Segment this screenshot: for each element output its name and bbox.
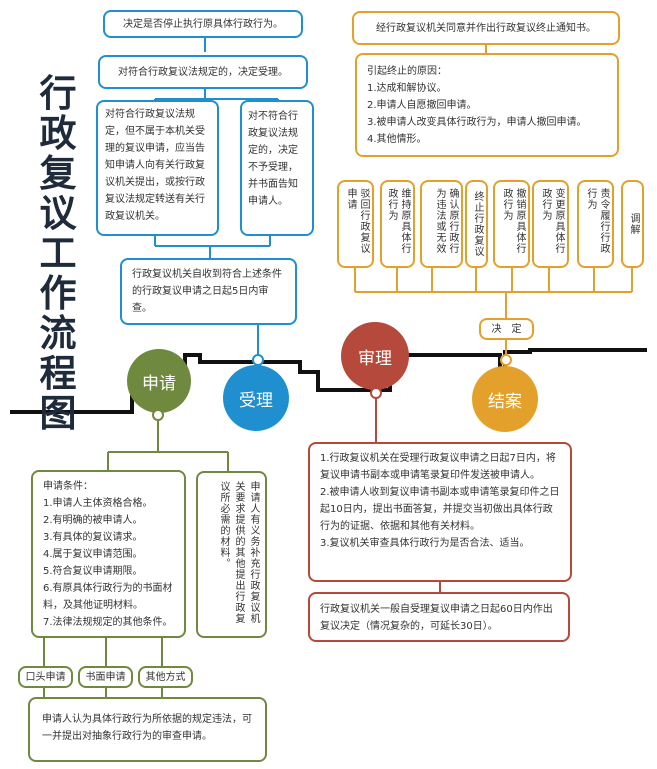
apply-dot: [152, 409, 164, 421]
accept-review-days-box: 行政复议机关自收到符合上述条件的行政复议申请之日起5日内审查。: [120, 258, 297, 325]
stage-conclude-circle: 结案: [472, 366, 538, 432]
conclude-notice-box: 经行政复议机关同意并作出行政复议终止通知书。: [352, 11, 620, 45]
review-step-item: 1.行政复议机关在受理行政复议申请之日起7日内，将复议申请书副本或申请笔录复印件…: [320, 453, 556, 481]
review-steps-box: 1.行政复议机关在受理行政复议申请之日起7日内，将复议申请书副本或申请笔录复印件…: [308, 442, 572, 582]
reason-item: 3.被申请人改变具体行政行为，申请人撤回申请。: [367, 117, 587, 128]
decision-terminate: 终止行政复议: [465, 180, 488, 268]
stage-review-label: 审理: [358, 348, 392, 369]
accept-transfer-box: 对符合行政复议法规定，但不属于本机关受理的复议申请，应当告知申请人向有关行政复议…: [96, 100, 219, 236]
method-oral: 口头申请: [18, 666, 73, 688]
decision-revoke: 撤销原具体行政行为: [493, 180, 530, 268]
reason-item: 2.申请人自愿撤回申请。: [367, 100, 477, 111]
decision-reject: 驳回行政复议申请: [337, 180, 374, 268]
condition-item: 4.属于复议申请范围。: [43, 549, 143, 560]
diagram-title: 行政复 议工作 流程图: [39, 72, 77, 435]
decision-confirm-illegal: 确认原行政行为违法或无效: [420, 180, 463, 268]
method-other: 其他方式: [138, 666, 193, 688]
timeline-line: [10, 348, 647, 414]
condition-item: 1.申请人主体资格合格。: [43, 498, 153, 509]
decision-mediate: 调解: [621, 180, 644, 268]
accept-reject-box: 对不符合行政复议法规定的，决定不予受理，并书面告知申请人。: [240, 100, 314, 236]
stage-accept-label: 受理: [239, 390, 273, 411]
accept-decide-box: 对符合行政复议法规定的，决定受理。: [98, 55, 308, 89]
decision-change: 变更原具体行政行为: [532, 180, 569, 268]
condition-item: 2.有明确的被申请人。: [43, 515, 143, 526]
condition-item: 6.有原具体行政行为的书面材料，及其他证明材料。: [43, 583, 173, 611]
apply-abstract-box: 申请人认为具体行政行为所依据的规定违法，可一并提出对抽象行政行为的审查申请。: [28, 697, 267, 762]
reason-item: 1.达成和解协议。: [367, 83, 447, 94]
condition-item: 5.符合复议申请期限。: [43, 566, 143, 577]
accept-suspend-box: 决定是否停止执行原具体行政行为。: [103, 10, 303, 38]
decision-order: 责令履行行政行为: [577, 180, 614, 268]
reason-item: 4.其他情形。: [367, 134, 427, 145]
conclude-dot: [500, 354, 512, 366]
stage-apply-label: 申请: [142, 373, 176, 394]
condition-item: 7.法律法规规定的其他条件。: [43, 617, 173, 628]
review-dot: [370, 387, 382, 399]
stage-conclude-label: 结案: [488, 391, 522, 412]
stage-accept-circle: 受理: [223, 365, 289, 431]
review-deadline-box: 行政复议机关一般自受理复议申请之日起60日内作出复议决定（情况复杂的，可延长30…: [308, 592, 570, 642]
condition-item: 3.有具体的复议请求。: [43, 532, 143, 543]
review-step-item: 2.被申请人收到复议申请书副本或申请笔录复印件之日起10日内，提出书面答复，并提…: [320, 487, 560, 532]
stage-review-circle: 审理: [341, 322, 409, 390]
apply-conditions-box: 申请条件： 1.申请人主体资格合格。 2.有明确的被申请人。 3.有具体的复议请…: [31, 470, 186, 638]
review-step-item: 3.复议机关审查具体行政行为是否合法、适当。: [320, 538, 530, 549]
decide-label-box: 决 定: [479, 318, 534, 340]
conclude-reasons-box: 引起终止的原因： 1.达成和解协议。 2.申请人自愿撤回申请。 3.被申请人改变…: [355, 53, 619, 157]
decision-uphold: 维持原具体行政行为: [380, 180, 415, 268]
method-written: 书面申请: [78, 666, 133, 688]
apply-supplement-box: 申请人有义务补充行政复议机关要求提供的其他提出行政复议所必需的材料。: [196, 471, 267, 638]
accept-dot: [252, 354, 264, 366]
stage-apply-circle: 申请: [127, 349, 191, 413]
